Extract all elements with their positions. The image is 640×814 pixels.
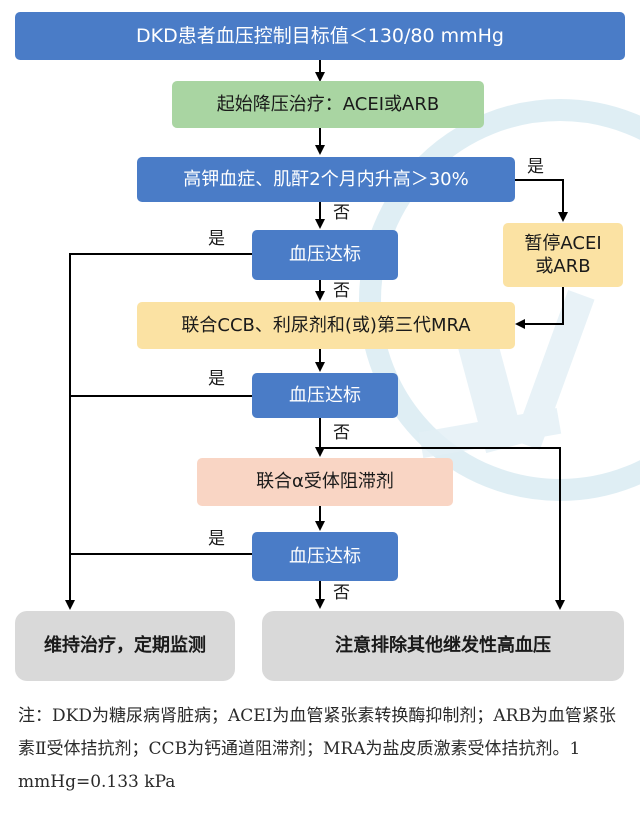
arrow-pause-to-ccb — [515, 287, 564, 329]
node-combine-alpha-blocker: 联合α受体阻滞剂 — [197, 458, 453, 506]
label-yes-bp3: 是 — [208, 529, 225, 549]
label-no-bp1: 否 — [333, 281, 350, 301]
node-bp-target-1: 血压达标 — [252, 230, 398, 280]
node-exclude-secondary-hypertension: 注意排除其他继发性高血压 — [262, 611, 624, 681]
label-no-bp3: 否 — [333, 583, 350, 603]
flow-connectors — [65, 60, 568, 610]
node-combine-ccb: 联合CCB、利尿剂和(或)第三代MRA — [137, 302, 515, 349]
node-initial-treatment: 起始降压治疗：ACEI或ARB — [172, 81, 484, 128]
flowchart: DKD患者血压控制目标值＜130/80 mmHg 起始降压治疗：ACEI或ARB… — [15, 12, 625, 681]
label-yes-pause: 是 — [527, 157, 544, 177]
label-no-check: 否 — [333, 203, 350, 223]
label-yes-bp2: 是 — [208, 369, 225, 389]
line-bp2-no-right — [320, 447, 565, 610]
label-yes-bp1: 是 — [208, 229, 225, 249]
node-bp-target-3: 血压达标 — [252, 532, 398, 581]
node-target: DKD患者血压控制目标值＜130/80 mmHg — [15, 12, 625, 60]
node-maintain-treatment: 维持治疗，定期监测 — [15, 611, 235, 681]
node-hyperkalemia-check: 高钾血症、肌酐2个月内升高＞30% — [137, 157, 515, 202]
footnote: 注：DKD为糖尿病肾脏病；ACEI为血管紧张素转换酶抑制剂；ARB为血管紧张素Ⅱ… — [18, 706, 616, 793]
node-pause-acei-arb: 暂停ACEI 或ARB — [503, 223, 623, 287]
node-bp-target-2: 血压达标 — [252, 373, 398, 418]
arrow-check-to-pause — [515, 179, 568, 222]
line-bp1-yes — [65, 253, 252, 610]
label-no-bp2: 否 — [333, 423, 350, 443]
